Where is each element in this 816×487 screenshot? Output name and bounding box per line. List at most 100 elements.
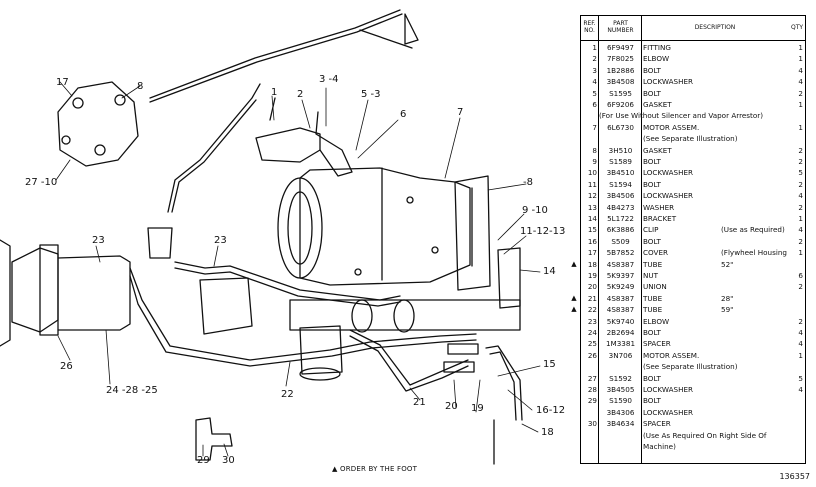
ref-number: 18 [587, 259, 597, 269]
callout-23-left: 23 [92, 235, 105, 246]
table-continuation-row: (Use As Required On Right Side Of [581, 430, 805, 441]
part-number: 6K3886 [606, 225, 635, 235]
description-text: NUT [643, 271, 659, 280]
order-by-foot-note: ▲ ORDER BY THE FOOT [332, 465, 418, 473]
part-number: S1592 [609, 373, 632, 383]
part-number: 4S8387 [606, 259, 635, 269]
description-cell: COVER(Flywheel Housing) [643, 247, 787, 258]
description-text: ELBOW [643, 316, 670, 326]
callout-24-28-25: 24 -28 -25 [106, 385, 158, 396]
part-number: 5K9249 [606, 282, 635, 292]
ref-number: 5 [592, 88, 597, 98]
description-text: BOLT [643, 157, 661, 166]
tube-18-drop [485, 345, 523, 421]
part-number: 2B2694 [606, 328, 635, 337]
ref-number: 3 [592, 65, 597, 75]
description-cell: LOCKWASHER [643, 407, 787, 418]
quantity: 1 [798, 122, 803, 132]
ref-number: 8 [592, 145, 597, 155]
description-cell: BOLT [643, 88, 787, 99]
part-number: 3B4306 [606, 407, 635, 417]
callout-20: 20 [445, 401, 458, 412]
callout-30: 30 [222, 455, 235, 466]
quantity: 4 [798, 385, 803, 394]
description-cell: SPACER [643, 338, 787, 349]
callout-2: 2 [297, 89, 304, 100]
part-number: 3B4510 [606, 168, 635, 178]
ref-number: 23 [587, 316, 597, 326]
description-cell: BOLT [643, 179, 787, 190]
description-cell: MOTOR ASSEM. [643, 350, 787, 361]
part-number: 3N706 [608, 350, 633, 360]
description-cell: GASKET [643, 145, 787, 156]
quantity: 1 [798, 54, 803, 64]
callout-11-12-13: 11-12-13 [520, 226, 566, 237]
description-detail: (Use as Required) [721, 225, 785, 235]
part-number: 4S8387 [606, 305, 635, 315]
description-continuation: Machine) [643, 442, 676, 451]
ref-number: 26 [587, 350, 597, 360]
description-text: UNION [643, 282, 667, 292]
ref-number: 15 [587, 225, 597, 235]
ref-number: 19 [587, 271, 597, 280]
figure-reference-number: 136357 [779, 472, 810, 481]
quantity: 2 [798, 282, 803, 292]
cross-pipe [289, 299, 521, 331]
description-cell: UNION [643, 281, 787, 292]
description-text: LOCKWASHER [643, 168, 694, 178]
description-text: SPACER [643, 419, 671, 429]
description-text: LOCKWASHER [643, 77, 694, 87]
description-detail: 52" [721, 259, 734, 269]
description-cell: ELBOW [643, 53, 787, 64]
description-cell: SPACER [643, 418, 787, 429]
callout-7: 7 [457, 107, 464, 118]
description-cell: LOCKWASHER [643, 167, 787, 178]
ref-number: 10 [587, 168, 597, 178]
header-description: DESCRIPTION [694, 24, 736, 31]
part-number: 6F9497 [607, 43, 634, 52]
description-text: BOLT [643, 65, 661, 75]
part-number: S1590 [609, 396, 632, 406]
quantity: 2 [798, 88, 803, 98]
quantity: 4 [798, 65, 803, 75]
quantity: 1 [798, 350, 803, 360]
quantity: 2 [798, 236, 803, 246]
column-divider [641, 16, 642, 463]
description-text: TUBE [643, 305, 663, 315]
order-by-foot-marker: ▲ [571, 259, 577, 268]
description-text: TUBE [643, 293, 663, 303]
callout-1: 1 [271, 87, 278, 98]
description-text: FITTING [643, 43, 671, 52]
order-by-foot-marker: ▲ [571, 305, 577, 314]
quantity: 2 [798, 179, 803, 189]
ref-number: 6 [592, 100, 597, 109]
description-cell: BOLT [643, 236, 787, 247]
description-continuation: (See Separate Illustration) [643, 362, 738, 372]
quantity: 2 [798, 145, 803, 155]
description-text: CLIP [643, 225, 659, 235]
ref-number: 4 [592, 77, 597, 87]
description-text: MOTOR ASSEM. [643, 350, 700, 360]
usage-note: (For Use Without Silencer and Vapor Arre… [599, 111, 764, 121]
part-number: S509 [611, 236, 630, 246]
part-number: 6F9206 [607, 100, 634, 109]
part-number: 4B4273 [606, 202, 635, 212]
description-detail: 59" [721, 305, 734, 315]
description-continuation: (Use As Required On Right Side Of [643, 430, 767, 440]
table-note-row: (For Use Without Silencer and Vapor Arre… [581, 110, 805, 121]
ref-number: 28 [587, 385, 597, 394]
callout-27-10: 27 -10 [25, 177, 58, 188]
ref-number: 12 [587, 191, 597, 201]
